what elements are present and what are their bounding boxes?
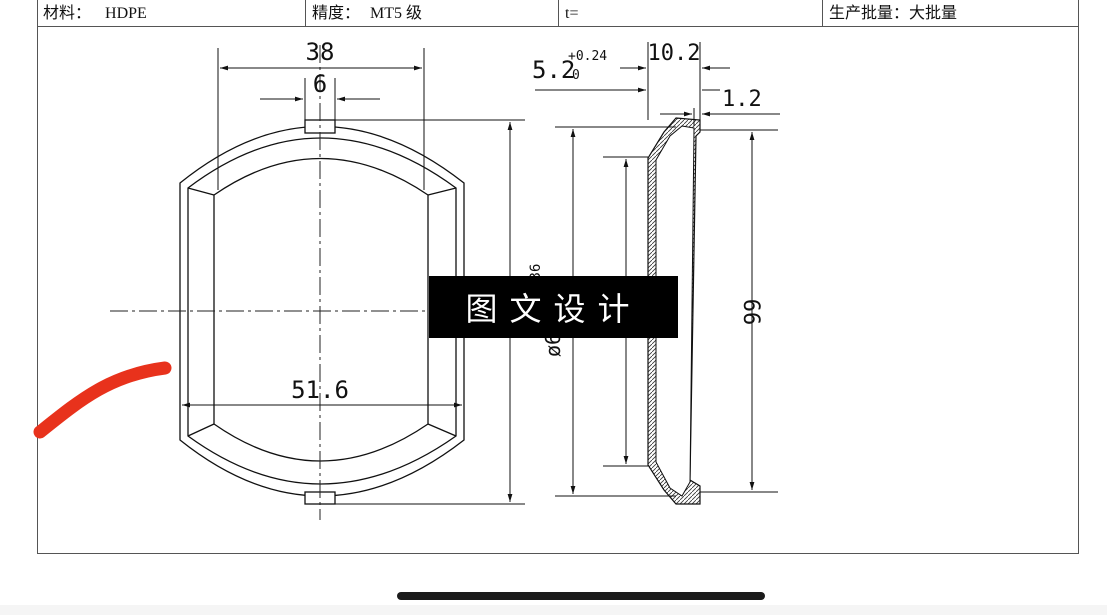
batch-cell: 生产批量：大批量 [822, 0, 1079, 27]
material-cell: 材料： HDPE [37, 0, 305, 27]
red-pen-stroke [33, 361, 172, 439]
title-block-row: 材料： HDPE 精度： MT5 级 t= 生产批量：大批量 [37, 0, 1079, 27]
material-value: HDPE [105, 5, 147, 22]
dim-5-2-tol-upper: +0.24 [568, 49, 607, 64]
dim-66-label: 66 [738, 299, 763, 326]
dim-38-label: 38 [306, 38, 335, 66]
thickness-label: t= [565, 5, 579, 22]
precision-label: 精度： [312, 5, 361, 22]
dim-10-2-label: 10.2 [648, 41, 701, 66]
dim-6-label: 6 [313, 70, 327, 98]
dim-1-2-label: 1.2 [722, 87, 762, 112]
home-indicator[interactable] [397, 592, 765, 600]
dim-6 [260, 78, 380, 120]
dim-10-2 [620, 42, 730, 120]
bottom-strip [0, 605, 1107, 615]
dim-5-2-tol-lower: 0 [572, 68, 580, 83]
precision-cell: 精度： MT5 级 [305, 0, 558, 27]
dim-1-2 [660, 108, 780, 126]
material-label: 材料： [43, 5, 92, 22]
dim-5-2-label: 5.2 [532, 56, 575, 84]
thickness-cell: t= [558, 0, 822, 27]
watermark-text: 图文设计 [465, 290, 642, 328]
dim-66 [700, 129, 778, 493]
front-view [179, 119, 465, 505]
batch-label: 生产批量：大批量 [829, 5, 958, 22]
dim-51-6-label: 51.6 [291, 376, 349, 404]
dim-38 [217, 48, 425, 190]
front-outer-outline [179, 126, 465, 497]
precision-value: MT5 级 [370, 5, 423, 22]
watermark-banner: 图文设计 [429, 276, 678, 338]
front-inner-face [213, 157, 429, 462]
drawing-sheet [37, 0, 1079, 554]
